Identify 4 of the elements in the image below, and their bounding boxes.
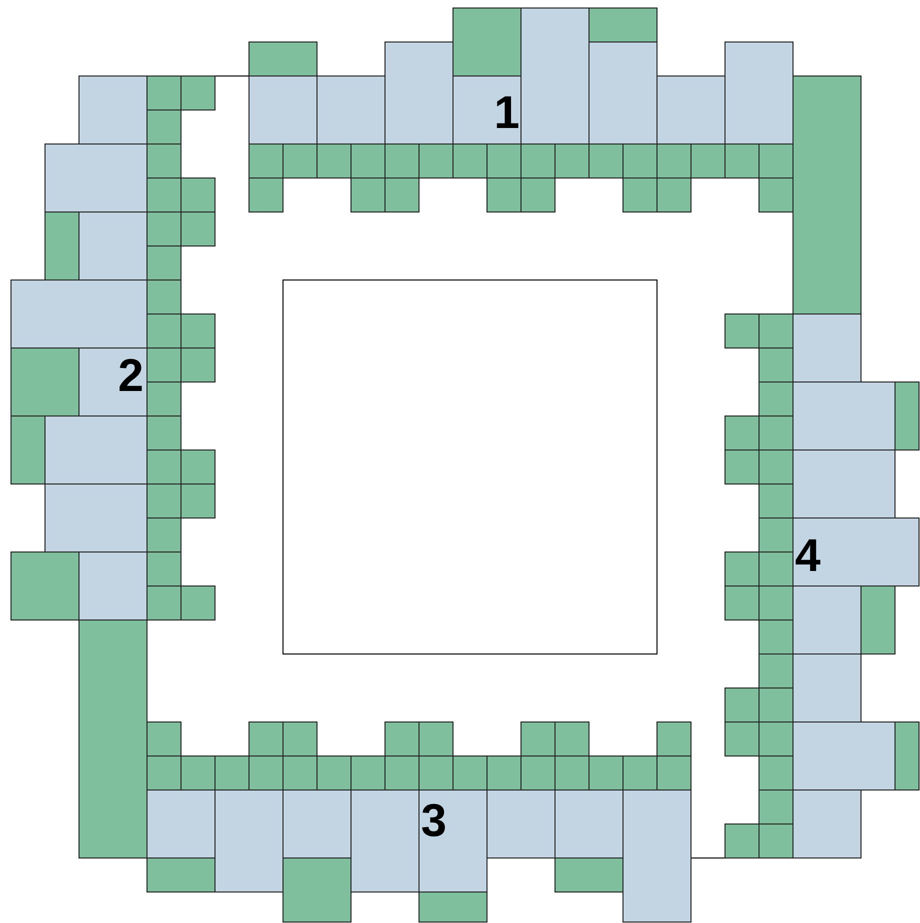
- callout-number: 1: [494, 89, 520, 135]
- callout-number: 3: [421, 797, 447, 843]
- callout-number: 4: [795, 532, 821, 578]
- callout-number: 2: [118, 352, 144, 398]
